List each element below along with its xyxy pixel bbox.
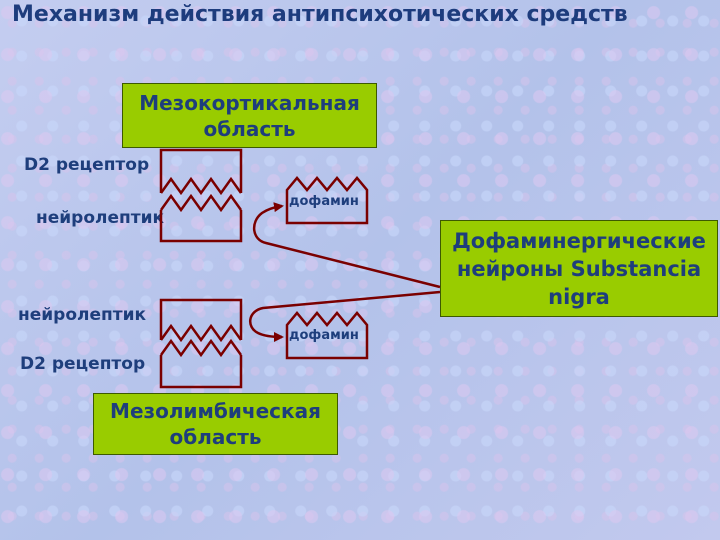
receptor-site-top-upper bbox=[159, 176, 243, 196]
d2-receptor-label-top: D2 рецептор bbox=[24, 155, 150, 175]
receptor-site-top-lower bbox=[159, 193, 243, 213]
receptor-cell-top bbox=[159, 148, 243, 193]
projection-line-bottom bbox=[249, 290, 441, 342]
receptor-site-bottom-upper bbox=[159, 323, 243, 343]
substantia-nigra-box: Дофаминергические нейроны Substancia nig… bbox=[440, 220, 718, 317]
dopamine-terminal-bottom bbox=[285, 311, 369, 360]
neuroleptic-label-top: нейролептик bbox=[36, 208, 165, 228]
receptor-site-bottom-lower bbox=[159, 338, 243, 358]
dopamine-terminal-top bbox=[285, 176, 369, 225]
receptor-cell-bottom-body bbox=[159, 355, 243, 389]
mesocortical-area-box: Мезокортикальная область bbox=[122, 83, 377, 148]
mesolimbic-area-box: Мезолимбическая область bbox=[93, 393, 338, 455]
dopamine-label-bottom: дофамин bbox=[289, 328, 359, 343]
projection-line-top bbox=[253, 202, 441, 289]
receptor-cell-bottom bbox=[159, 298, 243, 340]
dopamine-label-top: дофамин bbox=[289, 194, 359, 209]
d2-receptor-label-bottom: D2 рецептор bbox=[20, 354, 146, 374]
page-title: Механизм действия антипсихотических сред… bbox=[12, 2, 628, 27]
neuroleptic-label-bottom: нейролептик bbox=[18, 305, 147, 325]
receptor-cell-top-body bbox=[159, 210, 243, 243]
